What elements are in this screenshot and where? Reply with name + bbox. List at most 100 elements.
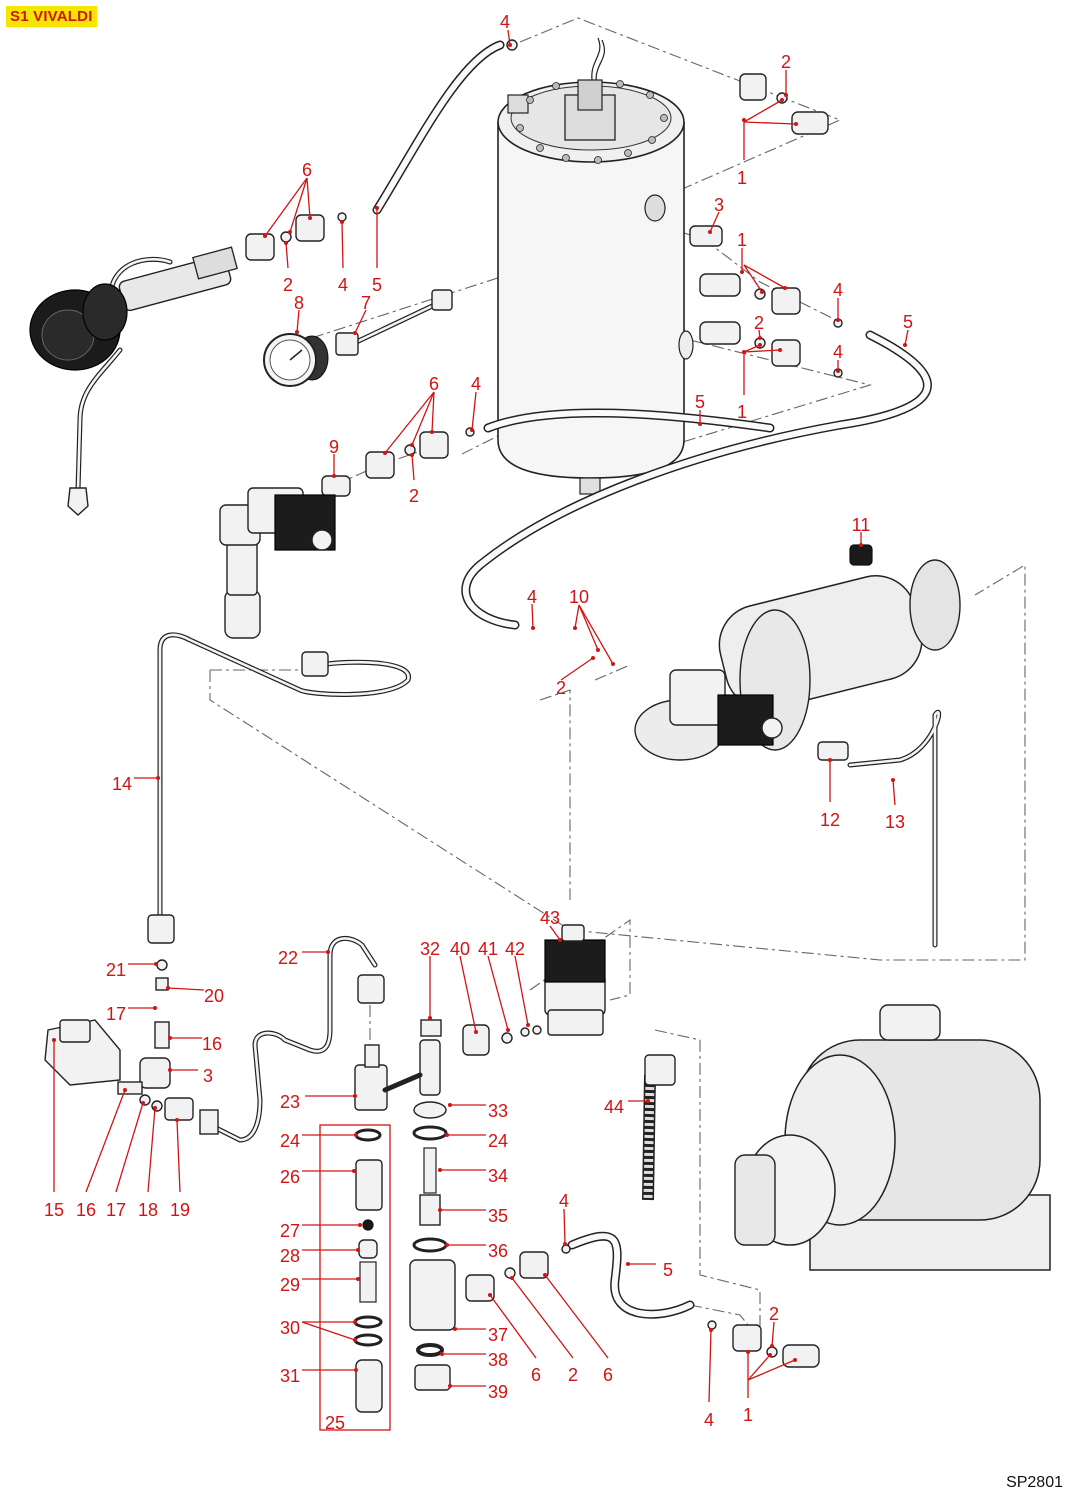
callout-number: 2 <box>568 1365 578 1385</box>
leader-arrow-tip <box>156 776 160 780</box>
leader-arrow-tip <box>488 1293 492 1297</box>
leader-line <box>544 1274 609 1359</box>
callout-number: 6 <box>603 1365 613 1385</box>
leader-arrow-tip <box>470 428 474 432</box>
leader-line <box>549 925 561 941</box>
leader-line <box>904 329 909 346</box>
leader-line <box>85 1089 126 1193</box>
callout-number: 8 <box>294 293 304 313</box>
leader-arrow-tip <box>531 626 535 630</box>
leader-arrow-tip <box>263 234 267 238</box>
callout-number: 4 <box>559 1191 569 1211</box>
callout-number: 4 <box>704 1410 714 1430</box>
leader-arrow-tip <box>353 1338 357 1342</box>
leader-arrow-tip <box>591 656 595 660</box>
callout-number: 24 <box>280 1131 300 1151</box>
leader-line <box>354 309 367 334</box>
leader-line <box>708 1329 712 1403</box>
pressurestat-parts <box>44 935 385 1143</box>
leader-line <box>563 1208 566 1245</box>
callout-number: 2 <box>754 313 764 333</box>
callout-number: 29 <box>280 1275 300 1295</box>
callout-number: 25 <box>325 1413 345 1433</box>
leader-arrow-tip <box>740 270 744 274</box>
leader-arrow-tip <box>709 1328 713 1332</box>
callout-number: 27 <box>280 1221 300 1241</box>
leader-line <box>743 99 783 123</box>
leader-arrow-tip <box>508 43 512 47</box>
callout-number: 43 <box>540 908 560 928</box>
callout-number: 2 <box>769 1304 779 1324</box>
leader-arrow-tip <box>783 286 787 290</box>
leader-arrow-tip <box>340 220 344 224</box>
leader-line <box>574 604 580 629</box>
leader-arrow-tip <box>358 1223 362 1227</box>
leader-line <box>578 604 614 665</box>
callout-number: 11 <box>852 515 871 535</box>
leader-arrow-tip <box>295 330 299 334</box>
leader-arrow-tip <box>166 986 170 990</box>
leader-arrow-tip <box>168 1068 172 1072</box>
leader-arrow-tip <box>760 290 764 294</box>
leader-arrow-tip <box>438 1168 442 1172</box>
callout-number: 17 <box>106 1200 126 1220</box>
callout-number: 4 <box>500 12 510 32</box>
leader-line <box>411 391 435 446</box>
leader-line <box>301 1321 356 1341</box>
callout-number: 35 <box>488 1206 508 1226</box>
callout-number: 4 <box>833 280 843 300</box>
leader-arrow-tip <box>175 1118 179 1122</box>
leader-arrow-tip <box>448 1103 452 1107</box>
leader-line <box>147 1107 156 1193</box>
callout-number: 22 <box>278 948 298 968</box>
leader-lines <box>52 29 909 1403</box>
leader-arrow-tip <box>836 318 840 322</box>
leader-arrow-tip <box>563 1242 567 1246</box>
callout-number: 39 <box>488 1382 508 1402</box>
callout-number: 7 <box>361 293 371 313</box>
leader-line <box>743 121 797 125</box>
leader-line <box>306 177 311 219</box>
callout-number: 10 <box>569 587 589 607</box>
leader-arrow-tip <box>353 1320 357 1324</box>
leader-arrow-tip <box>428 1016 432 1020</box>
callout-number: 1 <box>737 230 747 250</box>
callout-number: 5 <box>695 392 705 412</box>
leader-line <box>743 344 761 353</box>
leader-arrow-tip <box>558 938 562 942</box>
leader-arrow-tip <box>474 1030 478 1034</box>
leader-line <box>743 264 763 293</box>
callout-number: 4 <box>471 374 481 394</box>
leader-arrow-tip <box>153 1106 157 1110</box>
drawing-code: SP2801 <box>1006 1474 1063 1491</box>
leader-line <box>487 955 509 1031</box>
callout-number: 2 <box>409 486 419 506</box>
callout-number: 4 <box>527 587 537 607</box>
callout-number: 3 <box>714 195 724 215</box>
leader-line <box>289 177 308 233</box>
leader-arrow-tip <box>794 122 798 126</box>
callout-number: 1 <box>737 402 747 422</box>
callout-number: 6 <box>531 1365 541 1385</box>
leader-arrow-tip <box>308 216 312 220</box>
leader-line <box>489 1294 537 1359</box>
leader-arrow-tip <box>626 1262 630 1266</box>
callout-number: 41 <box>478 939 498 959</box>
leader-arrow-tip <box>430 430 434 434</box>
callout-number: 5 <box>372 275 382 295</box>
leader-arrow-tip <box>510 1276 514 1280</box>
leader-arrow-tip <box>746 1350 750 1354</box>
leader-line <box>771 1321 775 1347</box>
callout-number: 17 <box>106 1004 126 1024</box>
leader-arrow-tip <box>353 331 357 335</box>
callout-number: 5 <box>663 1260 673 1280</box>
callout-number: 1 <box>737 168 747 188</box>
leader-arrow-tip <box>903 343 907 347</box>
leader-arrow-tip <box>448 1384 452 1388</box>
callout-number: 23 <box>280 1092 300 1112</box>
leader-line <box>411 454 415 481</box>
callout-number: 28 <box>280 1246 300 1266</box>
leader-arrow-tip <box>123 1088 127 1092</box>
callout-number: 5 <box>903 312 913 332</box>
callout-number: 1 <box>743 1405 753 1425</box>
